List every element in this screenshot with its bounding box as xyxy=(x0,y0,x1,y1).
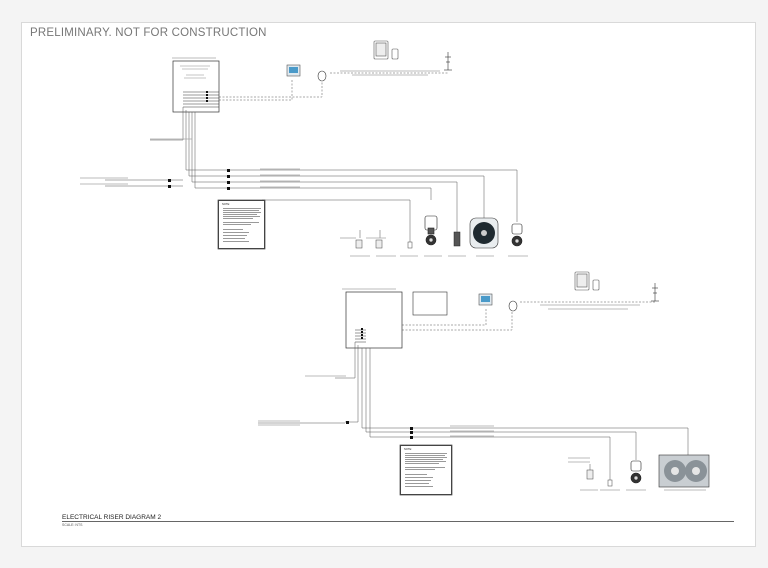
note-2-title: NOTE: xyxy=(404,448,412,451)
diagram-scale: SCALE: NTS xyxy=(62,523,83,527)
damper-actuator-icon xyxy=(424,215,438,246)
note-panel-2: NOTE: xyxy=(400,445,452,495)
note-panel-1: NOTE: xyxy=(218,200,265,249)
thermostat-icon xyxy=(478,293,493,306)
phone-icon xyxy=(391,48,399,60)
thermostat-icon xyxy=(286,64,301,77)
phone-icon xyxy=(592,279,600,291)
control-panel-2 xyxy=(345,291,403,349)
antenna-icon xyxy=(651,283,659,302)
info-box-2 xyxy=(412,291,448,316)
hvac-unit-icon xyxy=(469,217,499,249)
sensor-icon xyxy=(508,300,518,312)
outdoor-unit-icon xyxy=(658,454,710,488)
note-1-title: NOTE: xyxy=(222,203,230,206)
tablet-icon xyxy=(574,271,590,291)
diagram-title: ELECTRICAL RISER DIAGRAM 2 xyxy=(62,514,162,521)
tablet-icon xyxy=(373,40,389,60)
fan-coil-icon xyxy=(453,231,461,247)
sensor-icon xyxy=(317,70,327,82)
title-underline xyxy=(62,521,734,522)
antenna-icon xyxy=(444,52,452,71)
drawing-sheet xyxy=(21,22,756,547)
sensor-icon xyxy=(586,469,613,487)
damper-actuator-icon xyxy=(630,460,642,484)
damper-actuator-icon xyxy=(511,223,523,247)
preliminary-banner: PRELIMINARY. NOT FOR CONSTRUCTION xyxy=(30,27,267,39)
sensor-icon xyxy=(355,239,413,249)
control-panel-1 xyxy=(172,60,220,113)
